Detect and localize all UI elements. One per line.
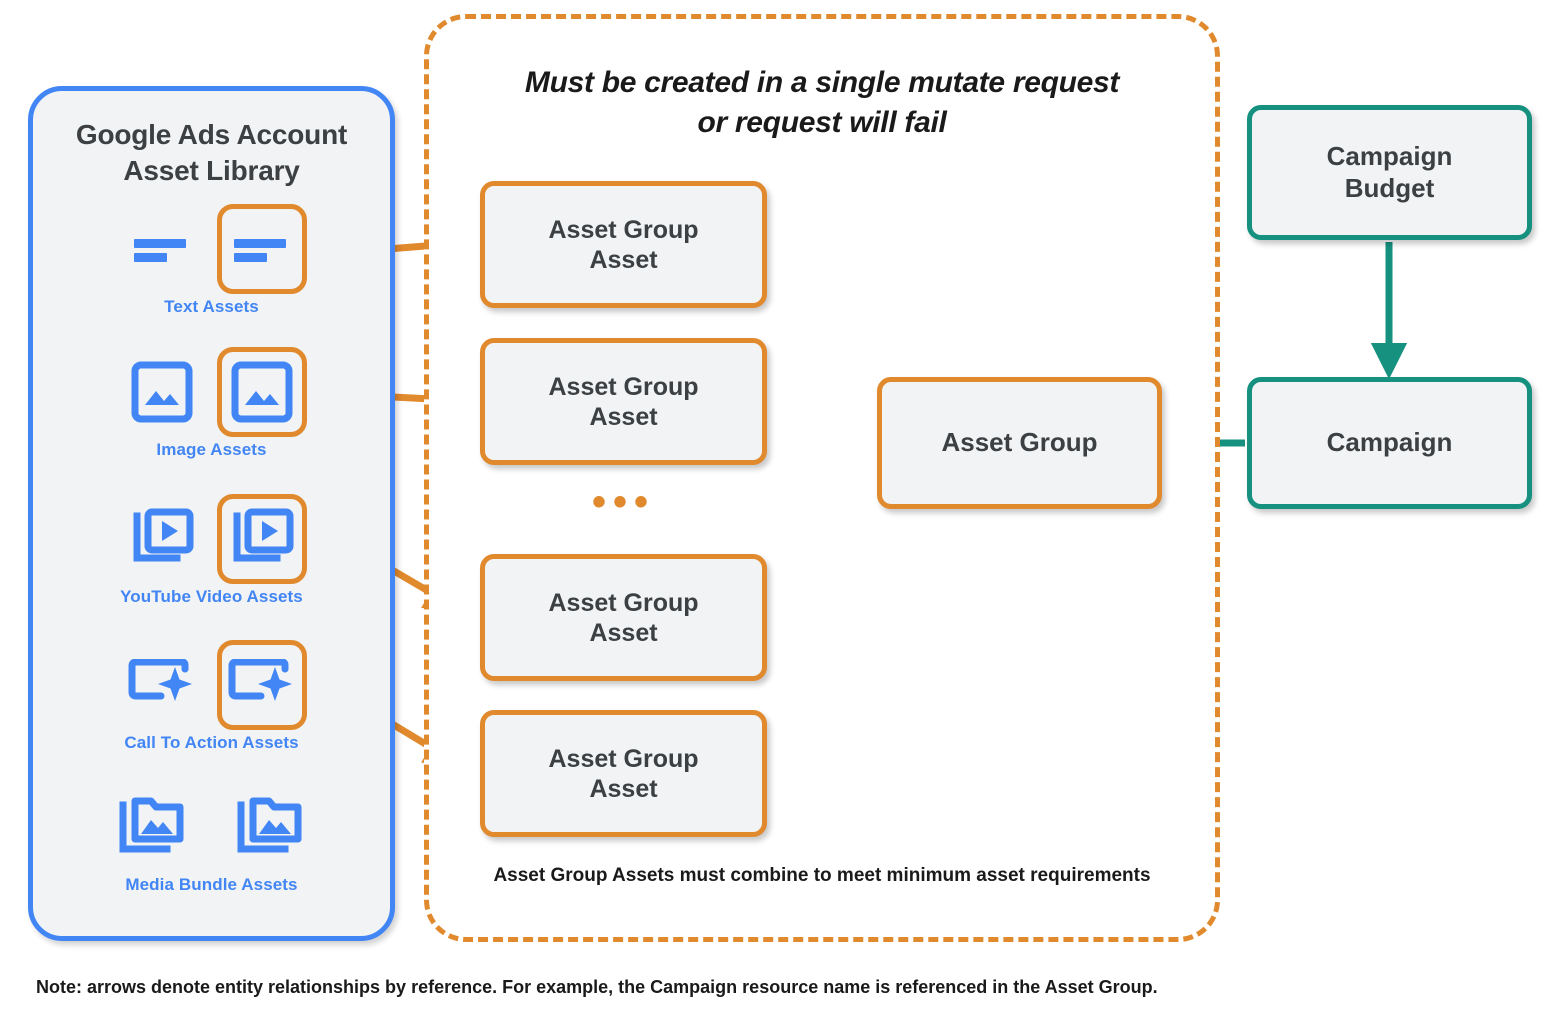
aga-2-line1: Asset Group — [548, 372, 699, 401]
campaign-budget-line2: Budget — [1344, 172, 1435, 203]
asset-group-asset-node-1[interactable]: Asset Group Asset — [480, 181, 767, 308]
asset-library-title-line1: Google Ads Account — [75, 119, 348, 150]
call-to-action-asset-icon — [117, 640, 207, 730]
youtube-video-asset-icon-selected[interactable] — [216, 494, 307, 584]
asset-row-media-bundle[interactable]: Media Bundle Assets — [33, 781, 390, 895]
asset-library-title-line2: Asset Library — [123, 154, 300, 186]
asset-library-title: Google Ads Account Asset Library — [33, 117, 390, 189]
aga-4-line1: Asset Group — [548, 744, 699, 773]
call-to-action-asset-icon-selected[interactable] — [216, 640, 307, 730]
asset-group-asset-label-1: Asset Group Asset — [548, 215, 698, 275]
asset-label-image: Image Assets — [156, 440, 267, 459]
image-asset-icon-selected[interactable] — [216, 347, 307, 437]
asset-row-youtube-video[interactable]: YouTube Video Assets — [33, 493, 390, 607]
campaign-budget-line1: Campaign — [1326, 141, 1453, 172]
media-bundle-asset-icon-group — [33, 781, 390, 873]
asset-row-call-to-action[interactable]: Call To Action Assets — [33, 639, 390, 753]
youtube-video-asset-icon — [117, 494, 207, 584]
asset-row-text[interactable]: Text Assets — [33, 203, 390, 317]
call-to-action-asset-icon-group — [33, 639, 390, 731]
asset-group-asset-label-4: Asset Group Asset — [548, 744, 698, 804]
campaign-label: Campaign — [1326, 427, 1453, 458]
asset-label-youtube-video: YouTube Video Assets — [120, 587, 303, 606]
asset-label-text: Text Assets — [164, 297, 259, 316]
aga-1-line2: Asset — [589, 245, 658, 274]
aga-2-line2: Asset — [589, 402, 658, 431]
aga-3-line1: Asset Group — [548, 588, 699, 617]
aga-4-line2: Asset — [589, 774, 658, 803]
image-asset-icon — [117, 347, 207, 437]
asset-group-asset-label-2: Asset Group Asset — [548, 372, 698, 432]
mutate-request-note: Must be created in a single mutate reque… — [429, 63, 1215, 142]
asset-library-panel: Google Ads Account Asset Library — [28, 86, 395, 941]
media-bundle-asset-icon-2 — [226, 782, 316, 872]
text-asset-icon-group — [33, 203, 390, 295]
campaign-node[interactable]: Campaign — [1247, 377, 1532, 509]
mutate-note-line1: Must be created in a single mutate reque… — [524, 66, 1120, 99]
image-asset-icon-group — [33, 346, 390, 438]
asset-group-label: Asset Group — [941, 427, 1098, 458]
campaign-budget-node[interactable]: Campaign Budget — [1247, 105, 1532, 240]
media-bundle-asset-icon — [108, 782, 198, 872]
aga-3-line2: Asset — [589, 618, 658, 647]
asset-group-asset-node-4[interactable]: Asset Group Asset — [480, 710, 767, 837]
minimum-asset-requirements-note: Asset Group Assets must combine to meet … — [493, 865, 1151, 886]
asset-row-image[interactable]: Image Assets — [33, 346, 390, 460]
text-asset-icon — [117, 204, 207, 294]
asset-group-asset-label-3: Asset Group Asset — [548, 588, 698, 648]
asset-group-asset-ellipsis: ••• — [591, 480, 655, 524]
aga-1-line1: Asset Group — [548, 215, 699, 244]
text-asset-icon-selected[interactable] — [216, 204, 307, 294]
asset-group-asset-node-3[interactable]: Asset Group Asset — [480, 554, 767, 681]
campaign-budget-label: Campaign Budget — [1327, 141, 1453, 203]
asset-group-node[interactable]: Asset Group — [877, 377, 1162, 509]
asset-label-media-bundle: Media Bundle Assets — [125, 875, 298, 894]
asset-group-asset-node-2[interactable]: Asset Group Asset — [480, 338, 767, 465]
youtube-video-asset-icon-group — [33, 493, 390, 585]
footer-note: Note: arrows denote entity relationships… — [36, 977, 1158, 997]
mutate-note-line2: or request will fail — [697, 105, 947, 139]
asset-label-call-to-action: Call To Action Assets — [124, 733, 299, 752]
